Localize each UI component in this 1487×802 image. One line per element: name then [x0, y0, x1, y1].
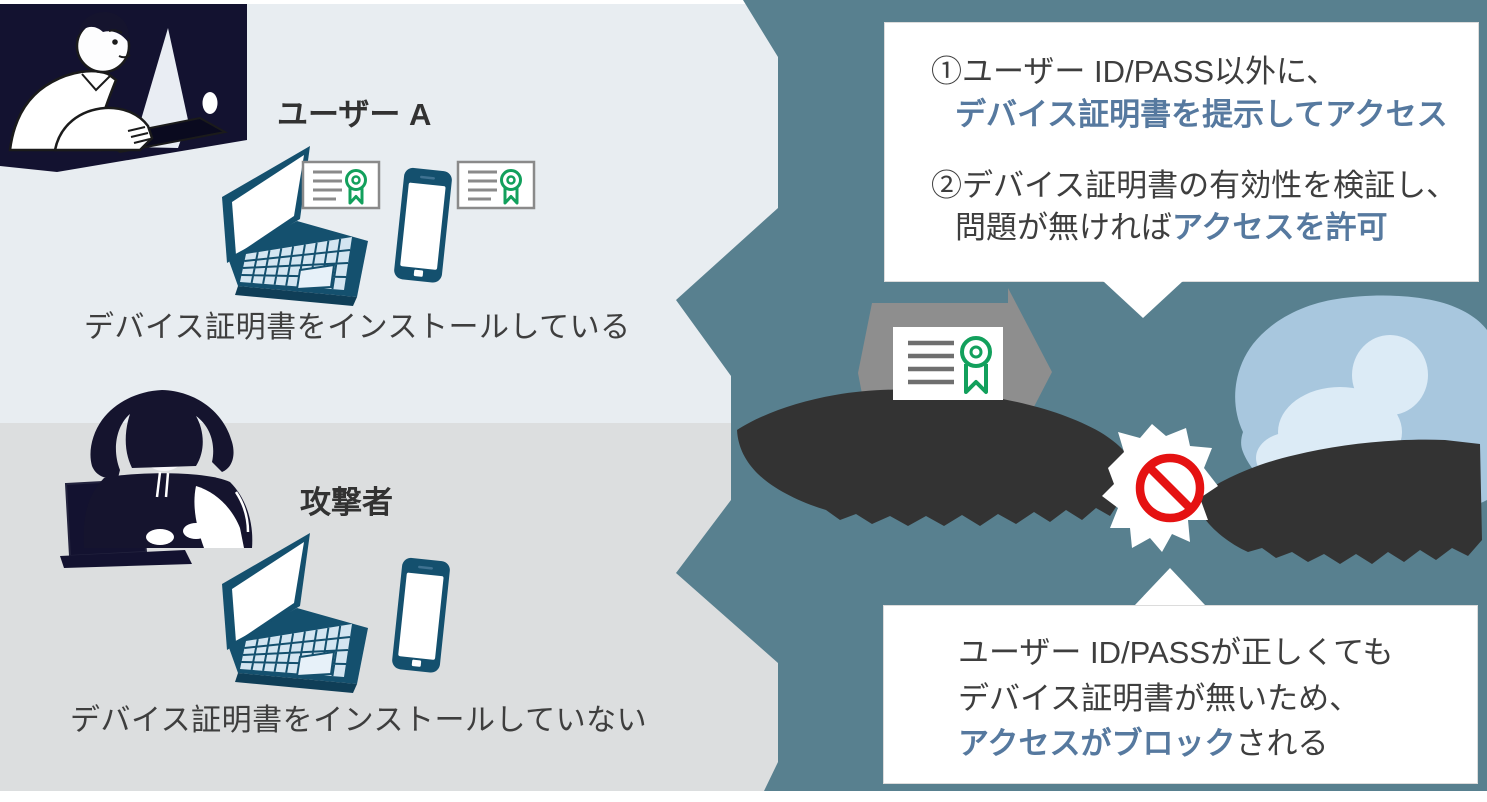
redacted-text-blob — [737, 389, 1136, 526]
person-hair — [78, 12, 129, 42]
item-number: ② — [931, 167, 962, 203]
item-highlight: アクセスを許可 — [1172, 210, 1388, 246]
item-number: ① — [931, 54, 962, 89]
person-smile — [118, 54, 131, 59]
item-text: ユーザー ID/PASS以外に、 — [962, 54, 1338, 89]
item-highlight: デバイス証明書を提示してアクセス — [955, 96, 1448, 132]
attacker-label: 攻撃者 — [300, 485, 393, 520]
attacker-caption: デバイス証明書をインストールしていない — [70, 704, 648, 737]
person-fingers — [127, 126, 151, 144]
callout-item-1: ①ユーザー ID/PASS以外に、 デバイス証明書を提示してアクセス — [931, 51, 1464, 137]
callout-line: ユーザー ID/PASSが正しくても — [958, 635, 1394, 670]
certificate-icon — [893, 327, 1003, 400]
callout-blocked: ユーザー ID/PASSが正しくても デバイス証明書が無いため、 アクセスがブロ… — [883, 605, 1478, 784]
speech-tail-down — [1103, 281, 1183, 318]
redacted-text-blob — [1195, 439, 1482, 564]
callout-line: デバイス証明書が無いため、 — [958, 680, 1361, 716]
callout-highlight: アクセスがブロック — [958, 726, 1236, 762]
laptop-logo — [202, 92, 218, 114]
certificate-icon — [456, 160, 536, 210]
person-eye — [112, 39, 118, 45]
hacker-hand — [146, 529, 174, 545]
speech-tail-up — [1135, 568, 1205, 605]
hacker-hand — [183, 523, 209, 539]
hoodie-highlight — [234, 491, 250, 533]
hacker-laptop-base — [60, 550, 192, 568]
no-entry-icon — [1102, 424, 1218, 552]
person-arm — [53, 106, 154, 152]
callout-line: アクセスがブロックされる — [958, 726, 1329, 762]
callout-allowed: ①ユーザー ID/PASS以外に、 デバイス証明書を提示してアクセス ②デバイス… — [884, 22, 1479, 282]
laptop-lid-shape — [133, 28, 188, 148]
hacker-hood — [90, 390, 234, 479]
user-a-caption: デバイス証明書をインストールしている — [84, 311, 631, 344]
hood-strings — [155, 471, 170, 498]
callout-item-2: ②デバイス証明書の有効性を検証し、 問題が無ければアクセスを許可 — [931, 165, 1464, 251]
person-eyebrow — [108, 29, 123, 34]
splash-shape — [1102, 424, 1218, 552]
item-text-2: 問題が無ければアクセスを許可 — [955, 210, 1388, 246]
item-text: デバイス証明書の有効性を検証し、 — [962, 167, 1458, 203]
user-a-label: ユーザー A — [277, 97, 432, 132]
person-collar — [81, 73, 111, 92]
hacker-illustration — [60, 390, 253, 568]
office-worker-illustration — [0, 4, 247, 172]
certificate-icon — [301, 160, 381, 210]
